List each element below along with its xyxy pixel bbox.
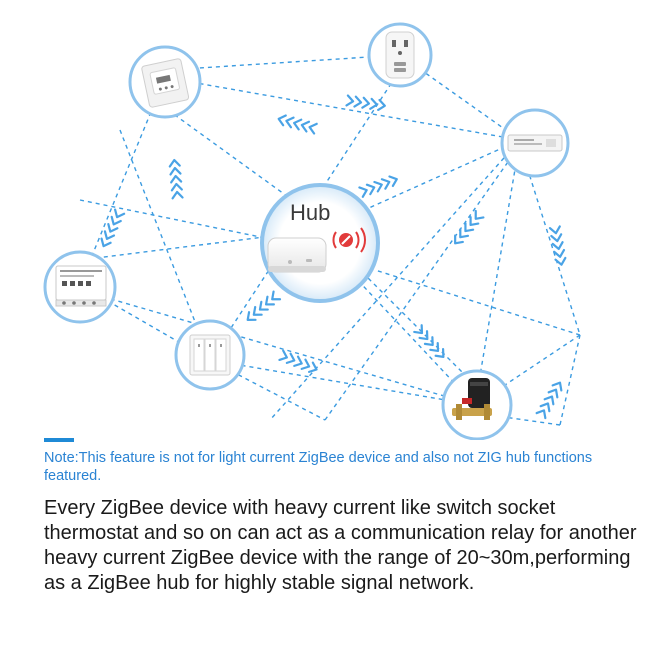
arrow-chevrons	[278, 349, 318, 373]
arrow-chevrons	[246, 290, 282, 321]
hub-device-icon	[267, 237, 327, 273]
arrow-chevrons	[345, 94, 386, 111]
arrow-chevrons	[535, 381, 563, 420]
wall-switch-icon	[189, 334, 231, 376]
arrow-chevrons	[358, 175, 398, 198]
thermostat-node	[128, 45, 202, 119]
valve-controller-node	[441, 369, 513, 440]
driver-icon	[507, 134, 563, 152]
wall-switch-node	[174, 319, 246, 391]
note-accent-bar	[44, 438, 74, 442]
socket-icon	[385, 31, 415, 79]
arrow-chevrons	[413, 324, 445, 358]
signal-arrows	[100, 94, 567, 420]
switch-module-node	[43, 250, 117, 324]
zigbee-mesh-diagram: Hub	[43, 22, 581, 440]
note-text: Note:This feature is not for light curre…	[44, 450, 593, 484]
description-text: Every ZigBee device with heavy current l…	[44, 497, 637, 594]
led-driver-node	[500, 108, 570, 178]
smart-plug-node	[367, 22, 433, 88]
hub-label: Hub	[290, 200, 330, 225]
arrow-chevrons	[454, 209, 485, 245]
arrow-chevrons	[277, 114, 318, 135]
thermostat-icon	[141, 58, 190, 108]
arrow-chevrons	[100, 208, 126, 248]
valve-icon	[452, 378, 492, 420]
hub-node: Hub	[260, 183, 380, 303]
arrow-chevrons	[548, 225, 567, 266]
module-icon	[55, 265, 107, 307]
arrow-chevrons	[168, 158, 184, 200]
signal-icon	[332, 227, 366, 253]
